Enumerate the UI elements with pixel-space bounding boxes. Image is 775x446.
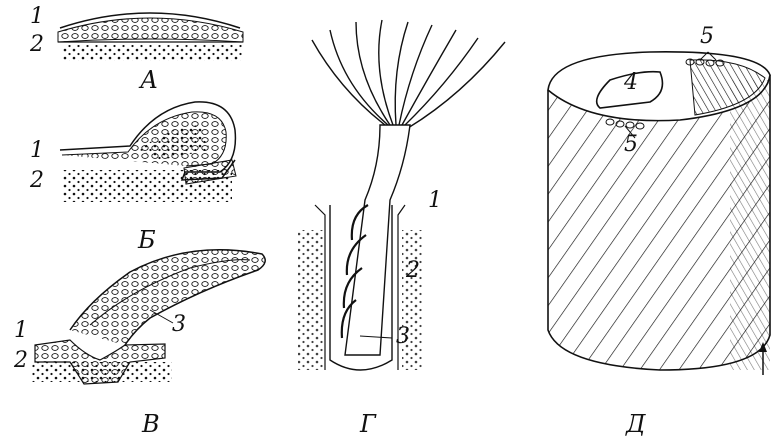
panel-v-caption: В (142, 412, 160, 436)
panel-a-caption: А (140, 68, 158, 92)
panel-v-label-2: 2 (14, 350, 28, 372)
panel-a-label-2: 2 (30, 34, 44, 56)
panel-b-caption: Б (138, 228, 156, 252)
panel-g-caption: Г (360, 412, 376, 436)
panel-a-drawing (58, 13, 243, 61)
panel-g-label-1: 1 (428, 190, 442, 212)
panel-v-label-3: 3 (172, 314, 186, 336)
panel-d-label-4: 4 (624, 72, 638, 94)
panel-d-label-5-top: 5 (700, 26, 714, 48)
panel-b-label-2: 2 (30, 170, 44, 192)
panel-g-drawing (298, 20, 505, 370)
panel-b-label-1: 1 (30, 140, 44, 162)
panel-b-drawing (60, 102, 236, 202)
panel-v-drawing (32, 250, 265, 384)
panel-d-label-5-bottom: 5 (624, 134, 638, 156)
panel-v-label-1: 1 (14, 320, 28, 342)
panel-g-label-2: 2 (406, 260, 420, 282)
panel-d-drawing (548, 52, 770, 375)
panel-g-label-3: 3 (396, 326, 410, 348)
panel-d-caption: Д (626, 412, 646, 436)
panel-a-label-1: 1 (30, 6, 44, 28)
